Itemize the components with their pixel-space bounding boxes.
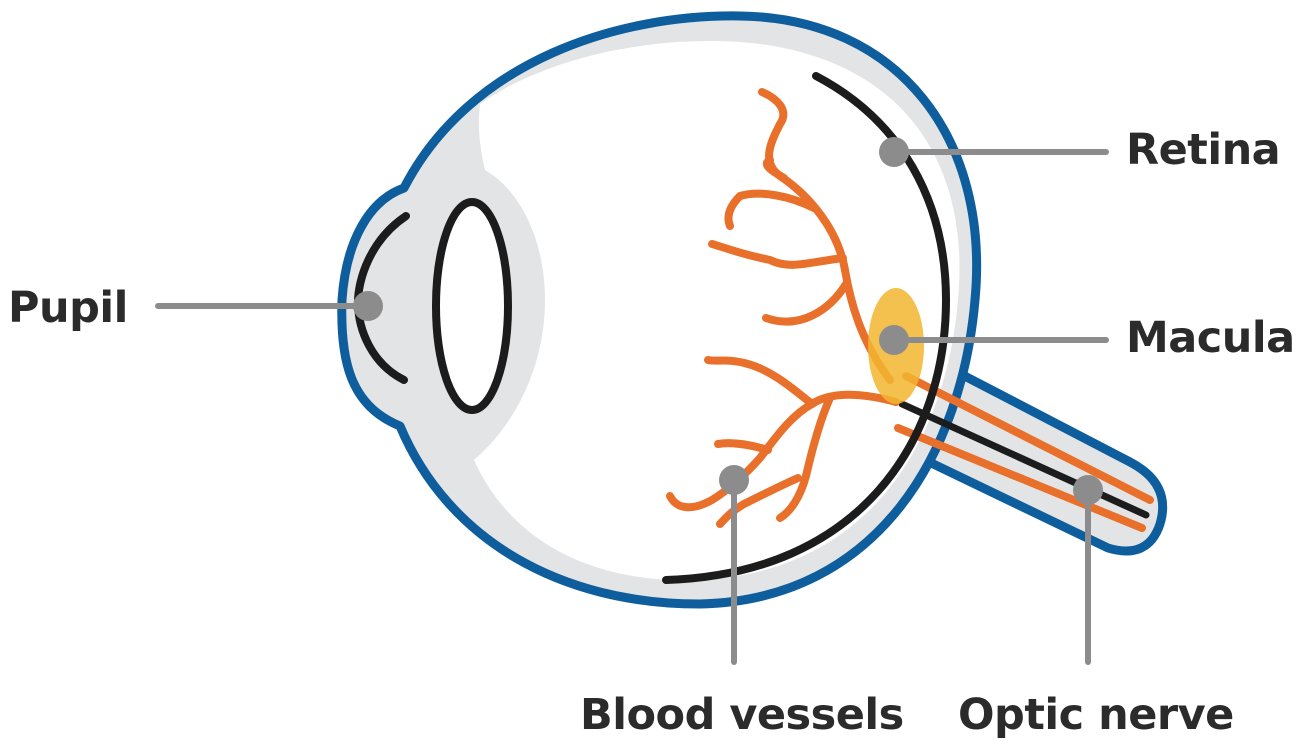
- retina-label: Retina: [1126, 129, 1280, 172]
- macula-marker: [879, 325, 909, 355]
- pupil-marker: [353, 291, 383, 321]
- blood-vessels-marker: [719, 465, 749, 495]
- optic-nerve-label: Optic nerve: [958, 694, 1234, 737]
- retina-marker: [879, 137, 909, 167]
- macula-label: Macula: [1126, 317, 1295, 360]
- blood-vessels-label: Blood vessels: [580, 694, 904, 737]
- pupil-label: Pupil: [8, 287, 128, 330]
- optic-nerve-marker: [1073, 475, 1103, 505]
- lens: [436, 202, 508, 410]
